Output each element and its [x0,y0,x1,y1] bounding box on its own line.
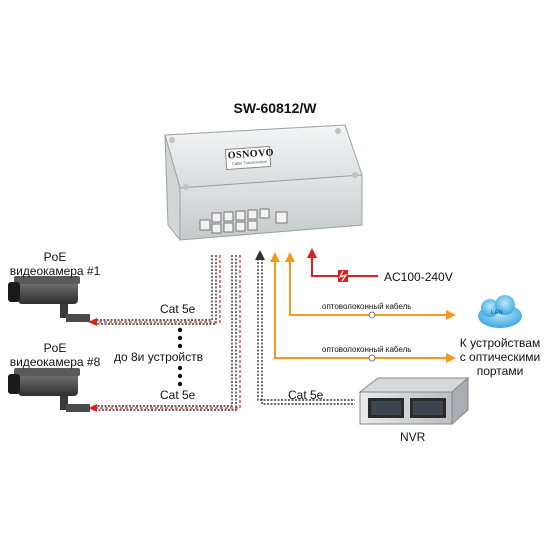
cable-label-camera-8: Cat 5e [160,388,196,402]
fiber-connector-2 [368,354,376,362]
optical-target-label: К устройствам с оптическими портами [452,336,548,378]
optical-target-line1: К устройствам [459,336,541,350]
fiber-up-arrow-1 [285,252,295,262]
power-line [307,248,378,282]
fiber-lines [274,262,448,359]
switch-enclosure [164,124,363,242]
camera-1-icon [8,276,90,322]
brand-label: OSNOVO Cable Transmission [227,147,274,167]
devices-note: до 8и устройств [114,350,204,364]
ellipsis-dots [177,327,183,387]
fiber-arrow-optical [446,353,456,363]
camera-1-line2: видеокамера #1 [9,264,101,278]
power-label: AC100-240V [384,270,453,284]
fiber-connector-1 [368,311,376,319]
device-title: SW-60812/W [233,100,317,116]
poe-lines [95,255,241,409]
fiber-arrow-lan [446,310,456,320]
camera-8-line2: видеокамера #8 [9,355,101,369]
lan-cloud-icon [478,295,522,328]
camera-8-icon [8,368,90,412]
camera-8-line1: PoE [43,341,67,355]
cable-label-nvr: Cat 5e [288,388,324,402]
optical-target-line2: с оптическими [459,350,541,364]
arrow-to-camera-1 [88,318,97,326]
fiber-up-arrow-2 [270,252,280,262]
nvr-label: NVR [400,430,426,444]
lan-label: LAN [491,310,503,316]
copper-cables [95,255,355,411]
camera-1-label: PoE видеокамера #1 [5,250,105,278]
cable-label-camera-1: Cat 5e [160,302,196,316]
nvr-device-icon [358,376,470,426]
fiber-label-2: оптоволоконный кабель [322,345,412,354]
nvr-up-arrow [255,250,265,260]
camera-8-label: PoE видеокамера #8 [5,341,105,369]
optical-target-line3: портами [476,364,524,378]
camera-1-line1: PoE [43,250,67,264]
fiber-label-1: оптоволоконный кабель [322,302,412,311]
arrow-to-camera-8 [88,404,97,412]
